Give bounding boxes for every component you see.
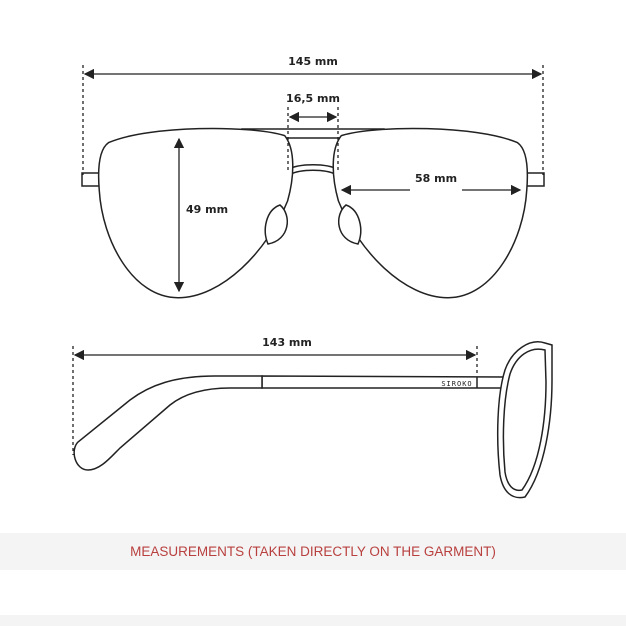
footer-band — [0, 615, 626, 626]
lens-width-label: 58 mm — [415, 172, 457, 185]
side-view — [73, 341, 553, 499]
right-nose-pad — [337, 204, 362, 245]
dimension-lines — [72, 65, 544, 455]
brand-label: SIROKO — [441, 380, 472, 388]
temple-tip — [73, 375, 263, 471]
side-lens-frame — [496, 341, 553, 499]
bridge-width-label: 16,5 mm — [286, 92, 340, 105]
left-nose-pad — [264, 204, 289, 245]
lens-height-label: 49 mm — [186, 203, 228, 216]
front-view — [72, 65, 545, 455]
right-lens — [336, 131, 525, 295]
total-width-label: 145 mm — [288, 55, 338, 68]
temple-length-label: 143 mm — [262, 336, 312, 349]
measurements-caption: MEASUREMENTS (TAKEN DIRECTLY ON THE GARM… — [0, 533, 626, 570]
